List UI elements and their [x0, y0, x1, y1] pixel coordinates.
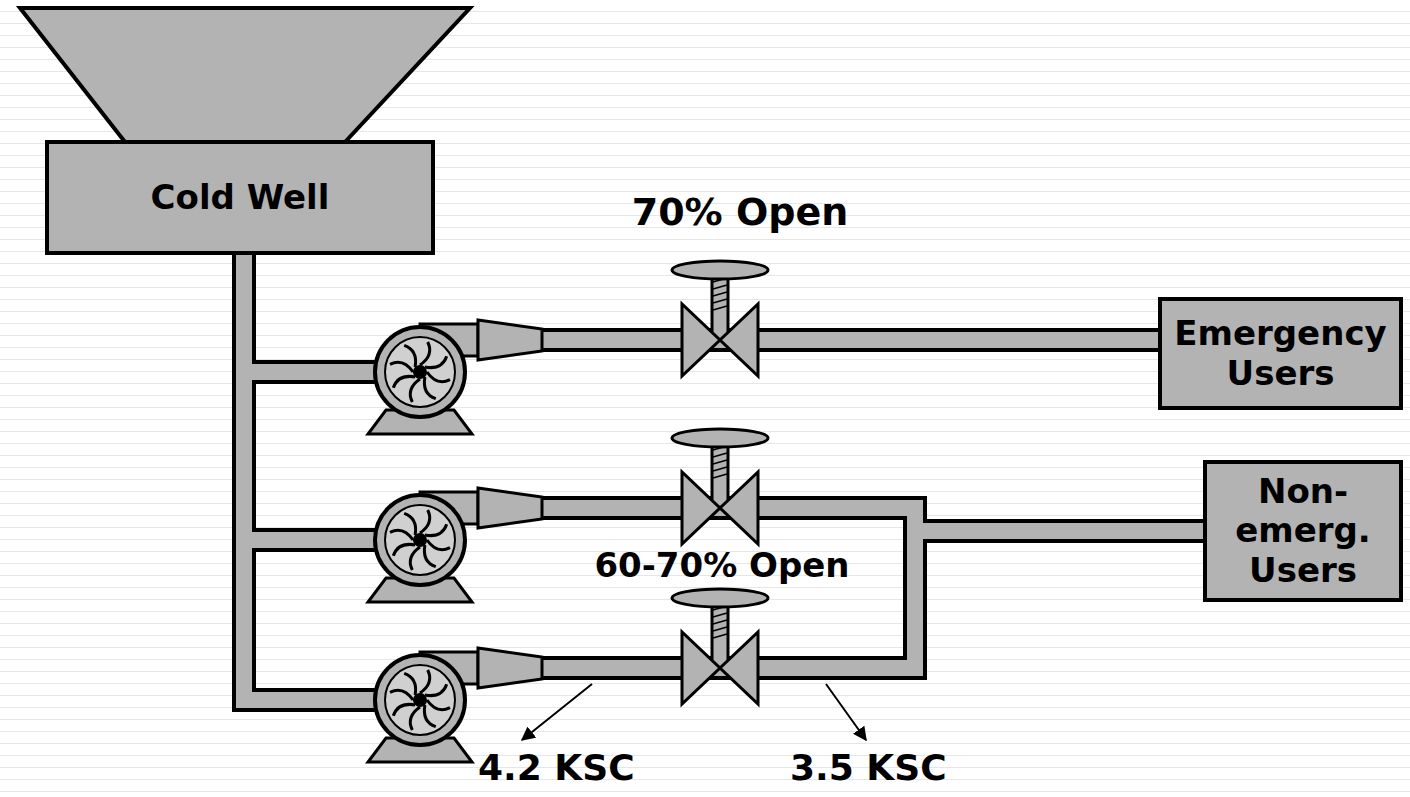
impeller-blade — [424, 705, 435, 727]
stem-thread — [713, 634, 727, 638]
gate-valve — [672, 429, 768, 544]
box-label: Non-emerg. Users — [1235, 472, 1371, 589]
pump-casing — [375, 495, 465, 585]
pump-impeller-ring — [385, 665, 455, 735]
impeller-blade — [420, 670, 430, 693]
impeller-blade — [425, 684, 447, 695]
impeller-blade — [425, 356, 447, 367]
impeller-blade — [420, 510, 430, 533]
pump-casing — [375, 327, 465, 417]
valve-body — [720, 304, 758, 376]
impeller-blade — [410, 707, 420, 730]
impeller-blade — [393, 544, 415, 555]
tank-box: Cold Well — [45, 140, 435, 255]
impeller-blade — [410, 379, 420, 402]
valve-position-label: 60-70% Open — [594, 548, 849, 582]
impeller-blade — [390, 362, 413, 372]
pump-casing — [375, 655, 465, 745]
valve-body — [682, 472, 720, 544]
centrifugal-pump — [368, 648, 542, 762]
valve-body — [682, 632, 720, 704]
impeller-blade — [427, 372, 450, 382]
stem-thread — [713, 460, 727, 464]
valve-handwheel — [672, 429, 768, 447]
centrifugal-pump — [368, 488, 542, 602]
stem-thread — [713, 627, 727, 631]
impeller-blade — [425, 524, 447, 535]
hopper — [20, 8, 470, 142]
impeller-blade — [424, 377, 435, 399]
impeller-blade — [393, 704, 415, 715]
valve-handwheel — [672, 261, 768, 279]
stem-thread — [713, 306, 727, 310]
pump-impeller-ring — [385, 505, 455, 575]
pressure-label: 4.2 KSC — [478, 748, 635, 788]
stem-thread — [713, 299, 727, 303]
impeller-blade — [390, 530, 413, 540]
box-label: Cold Well — [151, 178, 330, 217]
impeller-blade — [410, 547, 420, 570]
pump-nozzle — [478, 488, 542, 528]
valve-handwheel — [672, 589, 768, 607]
impeller-hub — [413, 693, 427, 707]
pipe-outline — [244, 255, 1203, 700]
impeller-blade — [390, 690, 413, 700]
pump-nozzle — [478, 320, 542, 360]
pipe — [244, 255, 1203, 700]
impeller-blade — [393, 376, 415, 387]
stem-thread — [713, 453, 727, 457]
valve-body — [720, 632, 758, 704]
pressure-label: 3.5 KSC — [790, 748, 947, 788]
user-box: Non-emerg. Users — [1203, 460, 1403, 602]
pump-nozzle — [478, 648, 542, 688]
stem-thread — [713, 474, 727, 478]
valve-body — [720, 472, 758, 544]
impeller-blade — [420, 342, 430, 365]
pump-impeller-ring — [385, 337, 455, 407]
leader-line — [522, 684, 592, 740]
stem-thread — [713, 613, 727, 617]
stem-thread — [713, 292, 727, 296]
box-label: Emergency Users — [1174, 314, 1386, 392]
impeller-blade — [404, 673, 415, 695]
impeller-hub — [413, 533, 427, 547]
impeller-blade — [404, 345, 415, 367]
centrifugal-pump — [368, 320, 542, 434]
gate-valve — [672, 589, 768, 704]
valve-body — [682, 304, 720, 376]
stem-thread — [713, 467, 727, 471]
user-box: Emergency Users — [1158, 297, 1403, 410]
impeller-blade — [424, 545, 435, 567]
gate-valve — [672, 261, 768, 376]
stem-thread — [713, 285, 727, 289]
valve-position-label: 70% Open — [632, 192, 849, 234]
impeller-hub — [413, 365, 427, 379]
impeller-blade — [427, 700, 450, 710]
impeller-blade — [427, 540, 450, 550]
impeller-blade — [404, 513, 415, 535]
leader-line — [826, 684, 866, 740]
stem-thread — [713, 620, 727, 624]
